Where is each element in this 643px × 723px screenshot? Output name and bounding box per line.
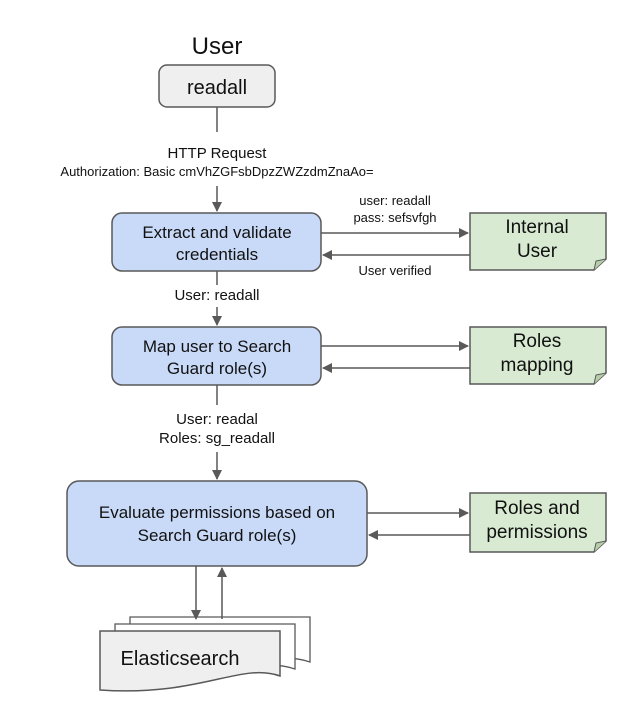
roles-permissions-source: Roles and permissions <box>469 492 607 553</box>
elasticsearch-node: Elasticsearch <box>99 616 311 692</box>
roles-mapping-line1: Roles <box>513 331 562 352</box>
after-extract-label: User: readall <box>174 287 259 304</box>
evaluate-step-line2: Search Guard role(s) <box>138 526 297 545</box>
user-verified-label: User verified <box>359 263 432 278</box>
internal-user-line1: Internal <box>505 217 568 238</box>
roles-mapping-source: Roles mapping <box>469 326 607 385</box>
credentials-user-label: user: readall <box>359 193 431 208</box>
user-node: readall <box>158 64 276 108</box>
http-request-label: HTTP Request <box>168 145 268 162</box>
evaluate-step-line1: Evaluate permissions based on <box>99 503 335 522</box>
evaluate-permissions-step: Evaluate permissions based on Search Gua… <box>66 480 368 567</box>
map-step-line1: Map user to Search <box>143 337 291 356</box>
roles-mapping-line2: mapping <box>501 355 574 376</box>
user-label: readall <box>187 77 247 99</box>
extract-credentials-step: Extract and validate credentials <box>111 212 322 272</box>
internal-user-line2: User <box>517 241 558 262</box>
map-step-line2: Guard role(s) <box>167 359 267 378</box>
internal-user-source: Internal User <box>469 212 607 271</box>
credentials-pass-label: pass: sefsvfgh <box>353 210 436 225</box>
extract-step-line1: Extract and validate <box>142 223 291 242</box>
elasticsearch-label: Elasticsearch <box>121 648 240 670</box>
roles-permissions-line2: permissions <box>486 522 587 543</box>
extract-step-line2: credentials <box>176 245 258 264</box>
roles-permissions-line1: Roles and <box>494 498 580 519</box>
diagram-title: User <box>192 33 243 60</box>
authorization-header-label: Authorization: Basic cmVhZGFsbDpzZWZzdmZ… <box>60 164 373 179</box>
after-map-roles-label: Roles: sg_readall <box>159 430 275 447</box>
map-roles-step: Map user to Search Guard role(s) <box>111 326 322 386</box>
after-map-user-label: User: readal <box>176 411 258 428</box>
